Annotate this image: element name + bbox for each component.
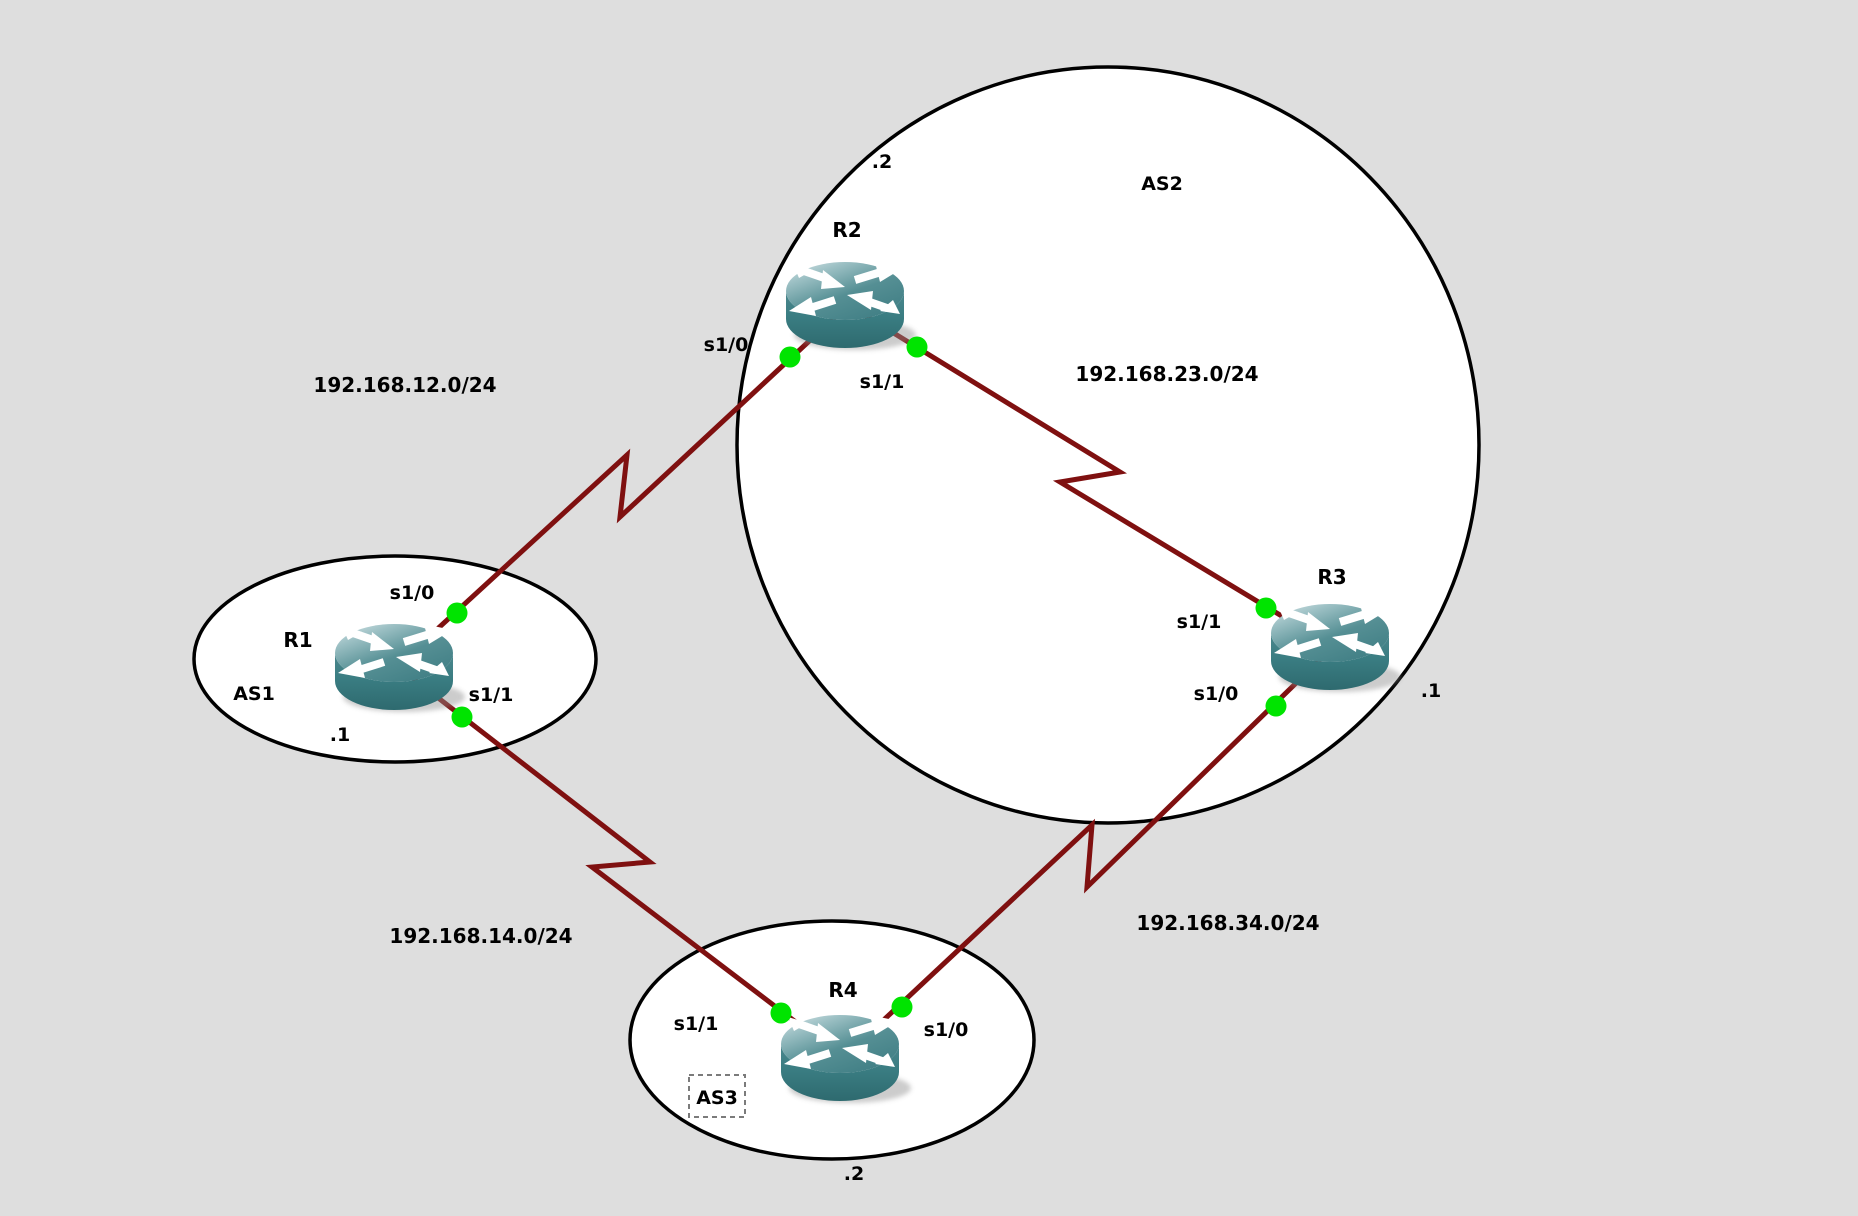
as2-ellipse[interactable] (735, 65, 1481, 825)
led-r3-s10 (1265, 695, 1287, 717)
addr-label-r4: .2 (844, 1163, 864, 1185)
led-r1-s10 (446, 602, 468, 624)
router-label-r3: R3 (1317, 565, 1346, 589)
iface-label-r3-s11: s1/1 (1177, 611, 1222, 633)
link-r1-r2[interactable] (395, 303, 850, 668)
as2-label: AS2 (1141, 173, 1183, 195)
led-r2-s10 (779, 346, 801, 368)
as3-label-box[interactable] (688, 1074, 746, 1118)
as1-label: AS1 (233, 683, 275, 705)
router-label-r1: R1 (283, 628, 312, 652)
network-label-14: 192.168.14.0/24 (389, 924, 572, 948)
link-r3-r4[interactable] (841, 645, 1335, 1060)
network-label-34: 192.168.34.0/24 (1136, 911, 1319, 935)
addr-label-r1: .1 (330, 724, 350, 746)
iface-label-r1-s11: s1/1 (469, 684, 514, 706)
network-label-23: 192.168.23.0/24 (1075, 362, 1258, 386)
link-r1-r4[interactable] (395, 664, 845, 1060)
link-r2-r3[interactable] (846, 302, 1335, 650)
addr-label-r2: .2 (872, 151, 892, 173)
led-r1-s11 (451, 706, 473, 728)
iface-label-r4-s11: s1/1 (674, 1013, 719, 1035)
addr-label-r3: .1 (1421, 680, 1441, 702)
router-label-r4: R4 (828, 978, 857, 1002)
as3-label: AS3 (696, 1087, 738, 1109)
iface-label-r1-s10: s1/0 (390, 582, 435, 604)
led-r2-s11 (906, 336, 928, 358)
iface-label-r2-s10: s1/0 (704, 334, 749, 356)
iface-label-r2-s11: s1/1 (860, 371, 905, 393)
network-label-12: 192.168.12.0/24 (313, 373, 496, 397)
iface-label-r3-s10: s1/0 (1194, 683, 1239, 705)
led-r4-s10 (891, 996, 913, 1018)
led-r3-s11 (1255, 597, 1277, 619)
led-r4-s11 (770, 1002, 792, 1024)
router-label-r2: R2 (832, 218, 861, 242)
iface-label-r4-s10: s1/0 (924, 1019, 969, 1041)
